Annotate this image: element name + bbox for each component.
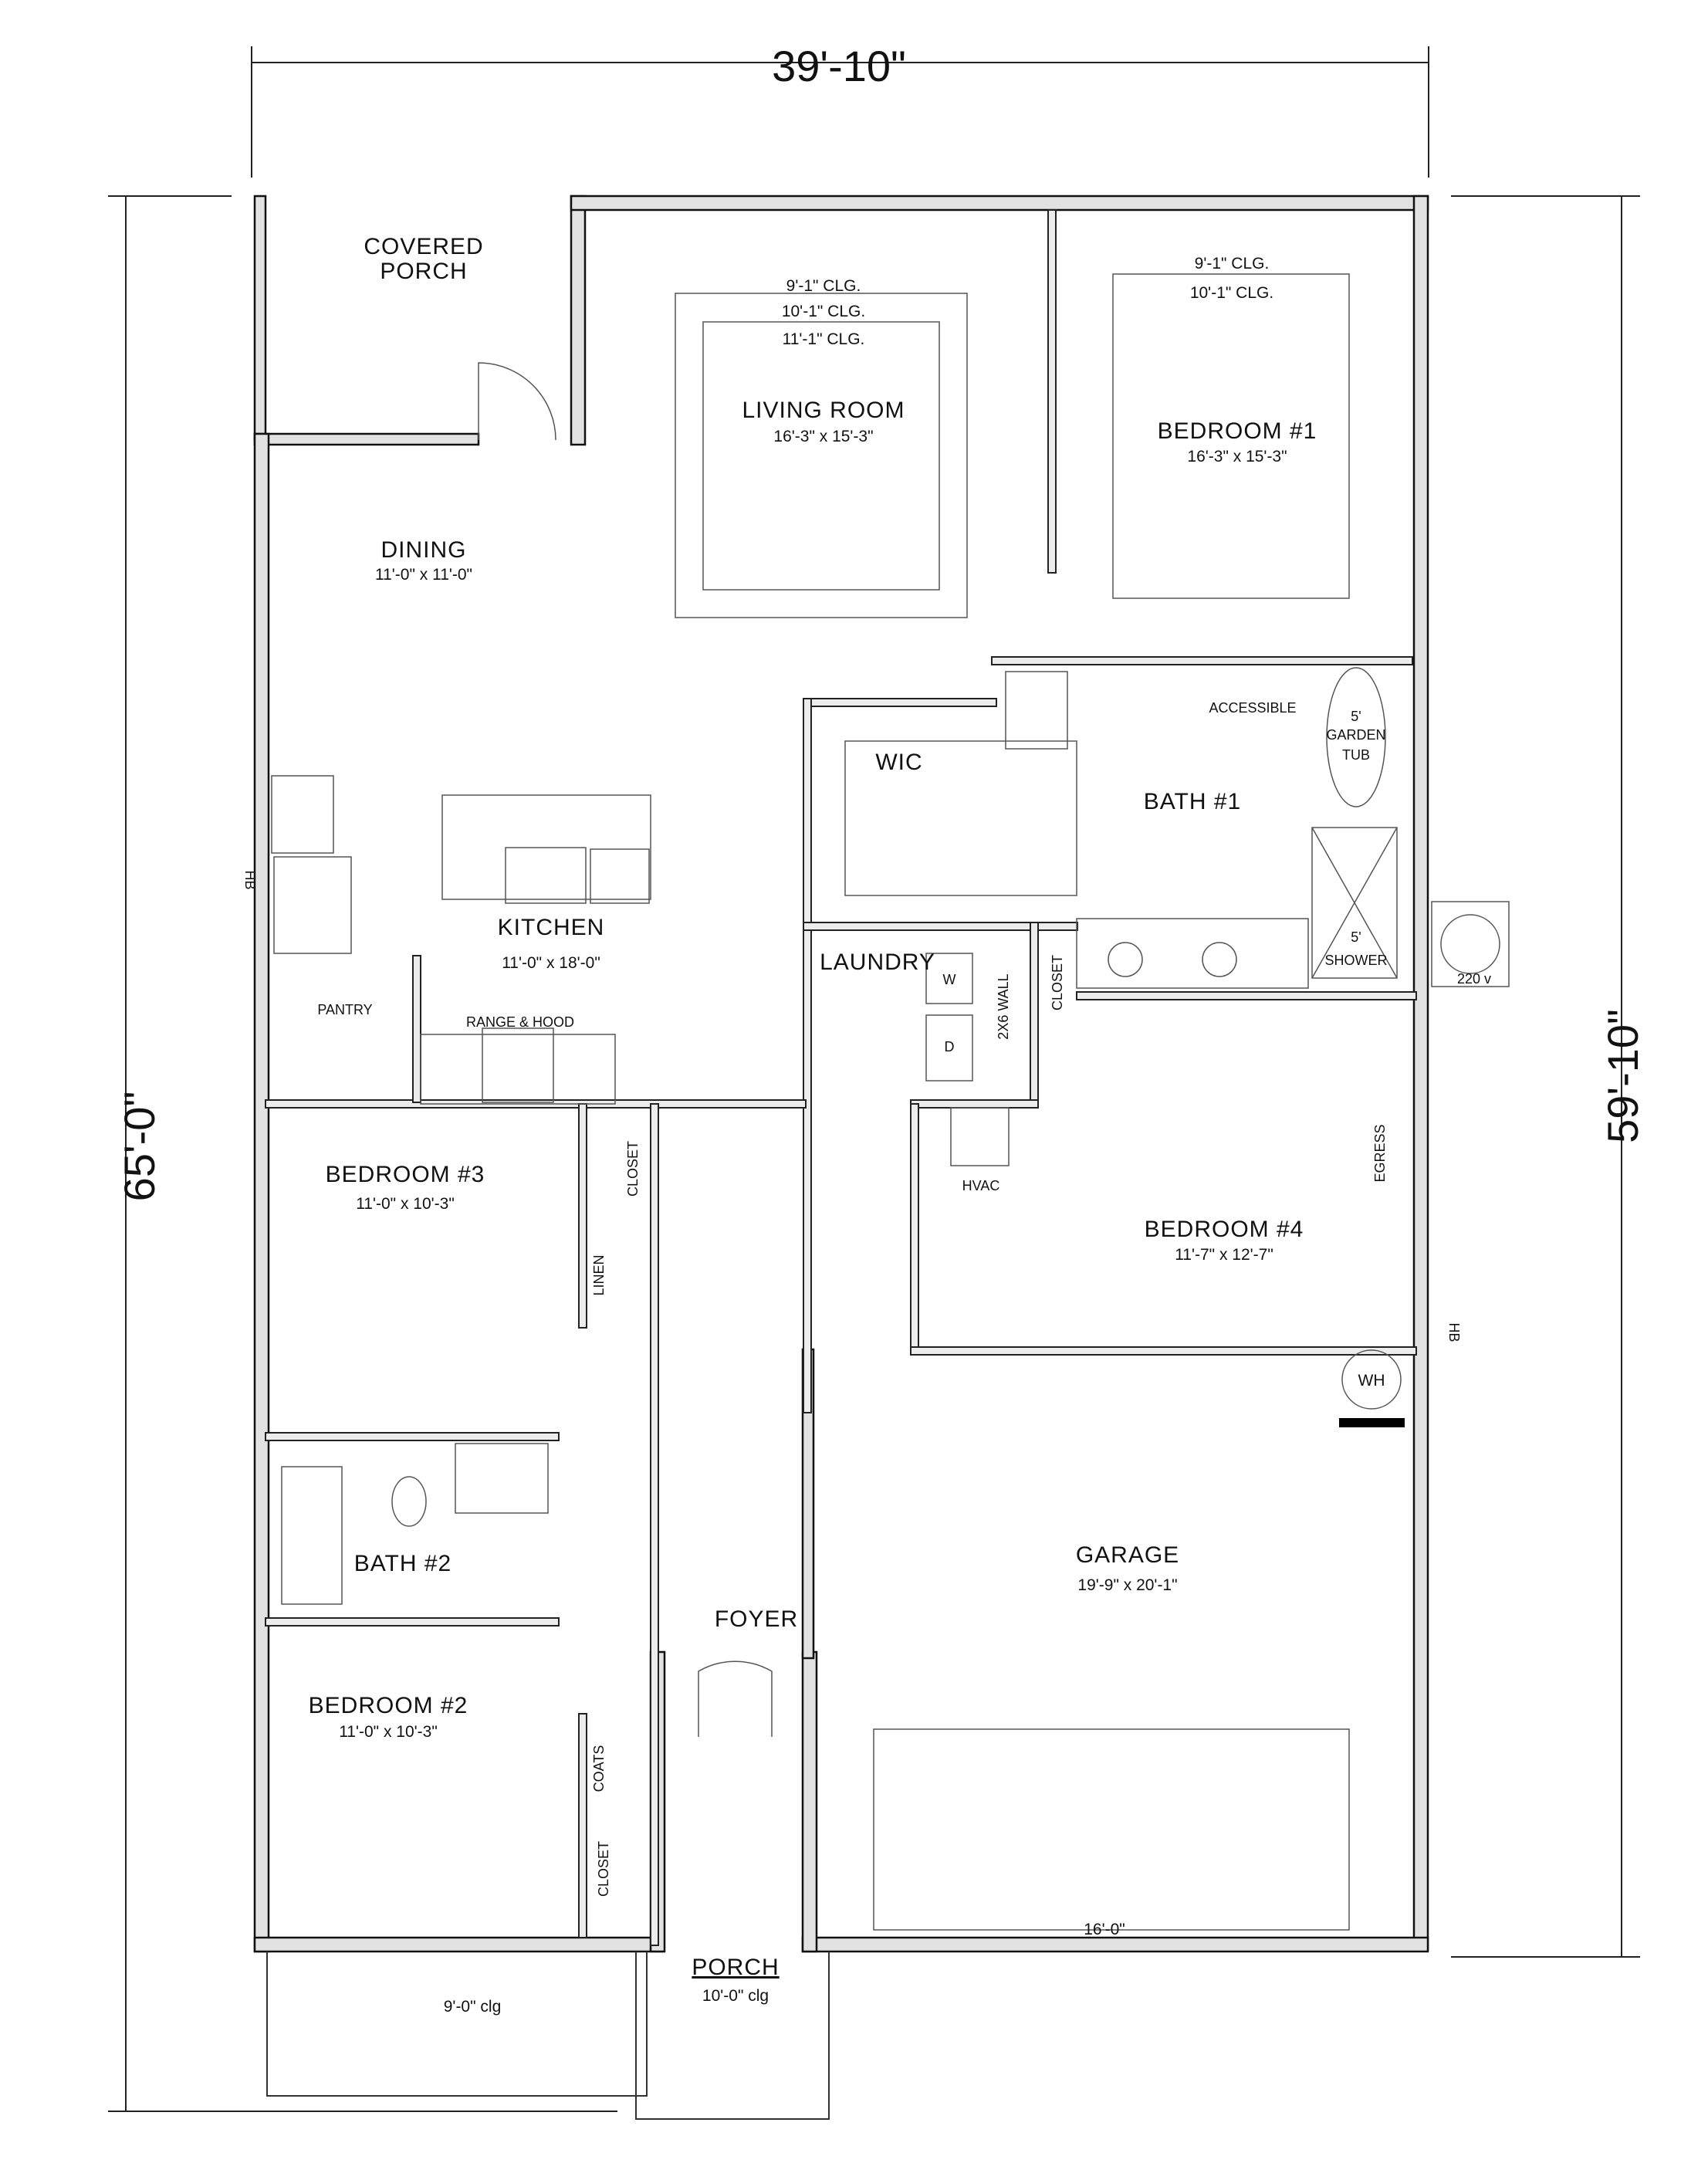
entry-porch-outline [635,1952,830,2120]
water-heater-icon [1341,1349,1402,1410]
dryer-icon [925,1014,973,1082]
bath1-label: BATH #1 [1144,789,1242,814]
bedroom3-closet-label: CLOSET [625,1141,641,1197]
ac-condenser-icon [1431,901,1510,987]
sink-icon [1202,942,1237,977]
foyer-label: FOYER [715,1606,798,1632]
dining-size: 11'-0" x 11'-0" [375,566,472,584]
bath2-label: BATH #2 [354,1551,452,1576]
coats-label: COATS [591,1745,607,1792]
bedroom1-ceiling-1: 9'-1" CLG. [1195,255,1270,272]
living-tray-ceiling-inner [702,321,940,591]
accessible-label: ACCESSIBLE [1209,700,1296,716]
bedroom1-ceiling-2: 10'-1" CLG. [1190,284,1273,302]
shower-label: SHOWER [1325,953,1388,968]
sink-icon [1108,942,1143,977]
dimension-lines [108,46,1640,2112]
porch-door[interactable] [478,362,556,441]
refrigerator [271,775,334,854]
toilet-bath2-icon [391,1476,427,1527]
pantry-label: PANTRY [317,1002,372,1017]
laundry-closet-label: CLOSET [1050,955,1065,1010]
garage-door-width: 16'-0" [1084,1921,1125,1938]
living-tray-ceiling [675,293,968,618]
garage-label: GARAGE [1076,1542,1179,1568]
bedroom2-size: 11'-0" x 10'-3" [339,1723,438,1741]
toilet-bath1-icon [1005,671,1068,750]
front-porch-ceiling: 9'-0" clg [444,1998,502,2016]
kitchen-size: 11'-0" x 18'-0" [502,954,600,972]
range-hood-label: RANGE & HOOD [466,1014,574,1030]
shower-icon [1311,827,1398,979]
living-room-label: LIVING ROOM [742,398,905,423]
hvac-label: HVAC [962,1178,1000,1193]
bath2-vanity [455,1443,549,1514]
tub-label: GARDEN [1326,727,1385,743]
bedroom2-label: BEDROOM #2 [309,1693,468,1718]
covered-porch-label: PORCH [380,259,467,284]
interior-walls [265,209,1417,1946]
shower-label: 5' [1351,929,1361,945]
hose-bib-label: HB [242,870,258,889]
hvac-unit-icon [950,1107,1010,1166]
2x6-wall-label: 2X6 WALL [996,973,1011,1039]
tub-label: TUB [1342,747,1370,763]
tub-label: 5' [1351,709,1361,724]
bedroom1-size: 16'-3" x 15'-3" [1187,448,1287,465]
living-ceiling-3: 11'-1" CLG. [783,330,865,348]
water-heater-label: WH [1358,1372,1385,1390]
vanity-counter [1076,918,1309,989]
range-counter [420,1034,616,1105]
front-porch-outline [266,1952,648,2097]
laundry-label: LAUNDRY [820,950,935,975]
dining-label: DINING [381,537,467,563]
kitchen-sink [505,847,587,904]
porch-ceiling: 10'-0" clg [702,1987,769,2005]
wic-label: WIC [875,750,922,775]
garage-size: 19'-9" x 20'-1" [1077,1576,1177,1594]
living-ceiling-2: 10'-1" CLG. [782,303,865,320]
living-ceiling-1: 9'-1" CLG. [786,277,861,295]
porch-label: PORCH [692,1955,779,1980]
range-icon [482,1027,554,1103]
kitchen-counter [273,856,352,954]
water-heater-platform [1339,1418,1405,1427]
covered-porch-label: COVERED [364,234,483,259]
overall-width-dimension: 39'-10" [772,42,906,90]
hose-bib-label: HB [1446,1322,1462,1342]
garden-tub-icon [1326,667,1386,807]
room-labels: COVERED PORCH 9'-1" CLG. 10'-1" CLG. 11'… [242,234,1491,2016]
bedroom3-size: 11'-0" x 10'-3" [356,1195,455,1213]
exterior-walls [253,195,1429,1953]
bedroom4-size: 11'-7" x 12'-7" [1175,1246,1273,1264]
wic-shelving [844,740,1077,896]
bathtub-icon [281,1466,343,1605]
kitchen-island [441,794,651,900]
bedroom1-label: BEDROOM #1 [1158,418,1317,444]
bedroom3-label: BEDROOM #3 [326,1162,485,1187]
bedroom2-closet-label: CLOSET [596,1841,611,1897]
kitchen-label: KITCHEN [498,915,605,940]
living-room-size: 16'-3" x 15'-3" [773,428,873,445]
linen-label: LINEN [591,1254,607,1295]
garage-door[interactable] [873,1728,1350,1931]
dryer-label: D [945,1039,955,1054]
bedroom4-label: BEDROOM #4 [1145,1217,1304,1242]
house-depth-dimension: 59'-10" [1598,1009,1647,1143]
bedroom1-tray-ceiling [1112,273,1350,599]
egress-label: EGRESS [1372,1124,1388,1182]
washer-icon [925,953,973,1004]
overall-depth-dimension: 65'-0" [115,1092,164,1202]
outlet-220v-label: 220 v [1457,971,1491,987]
washer-label: W [943,972,956,987]
dishwasher [590,848,650,904]
front-door[interactable] [698,1660,773,1737]
